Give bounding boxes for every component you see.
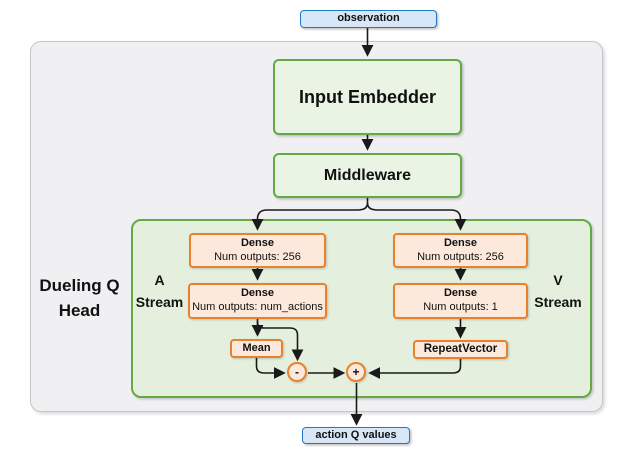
action-q-values-box: action Q values	[302, 427, 410, 444]
dueling-q-head-label: Dueling Q Head	[22, 273, 137, 323]
input-embedder-label: Input Embedder	[298, 86, 436, 107]
subtract-operator-label: -	[295, 365, 299, 379]
subtract-node: -	[287, 362, 307, 382]
v-stream-label-line2: Stream	[534, 294, 582, 310]
dueling-q-head-label-line2: Head	[58, 301, 101, 320]
v-stream-label-line1: V	[553, 272, 563, 288]
repeat-vector-box: RepeatVector	[413, 340, 508, 359]
repeat-vector-label: RepeatVector	[423, 343, 498, 356]
a-stream-dense2-title: Dense	[240, 287, 275, 300]
v-stream-dense1-box: Dense Num outputs: 256	[393, 233, 528, 268]
v-stream-dense2-subtitle: Num outputs: 1	[423, 301, 498, 313]
action-q-values-label: action Q values	[315, 428, 397, 441]
add-node: +	[346, 362, 366, 382]
middleware-box: Middleware	[273, 153, 462, 198]
middleware-label: Middleware	[323, 166, 412, 184]
observation-box: observation	[300, 10, 437, 28]
v-stream-dense1-title: Dense	[443, 236, 478, 249]
a-stream-label: A Stream	[131, 269, 188, 313]
input-embedder-box: Input Embedder	[273, 59, 462, 135]
a-stream-dense2-box: Dense Num outputs: num_actions	[188, 283, 327, 319]
v-stream-label: V Stream	[528, 269, 588, 313]
dueling-q-head-label-line1: Dueling Q	[39, 276, 120, 295]
a-stream-label-line2: Stream	[135, 294, 184, 310]
mean-label: Mean	[242, 341, 271, 354]
v-stream-dense1-subtitle: Num outputs: 256	[417, 250, 504, 263]
v-stream-dense2-box: Dense Num outputs: 1	[393, 283, 528, 319]
a-stream-dense1-box: Dense Num outputs: 256	[189, 233, 326, 268]
mean-box: Mean	[230, 339, 283, 358]
a-stream-label-line1: A	[154, 272, 165, 288]
add-operator-label: +	[352, 365, 360, 379]
a-stream-dense1-subtitle: Num outputs: 256	[214, 250, 301, 263]
observation-label: observation	[337, 12, 400, 25]
a-stream-dense2-subtitle: Num outputs: num_actions	[192, 301, 323, 313]
v-stream-dense2-title: Dense	[443, 287, 478, 300]
a-stream-dense1-title: Dense	[240, 236, 275, 249]
